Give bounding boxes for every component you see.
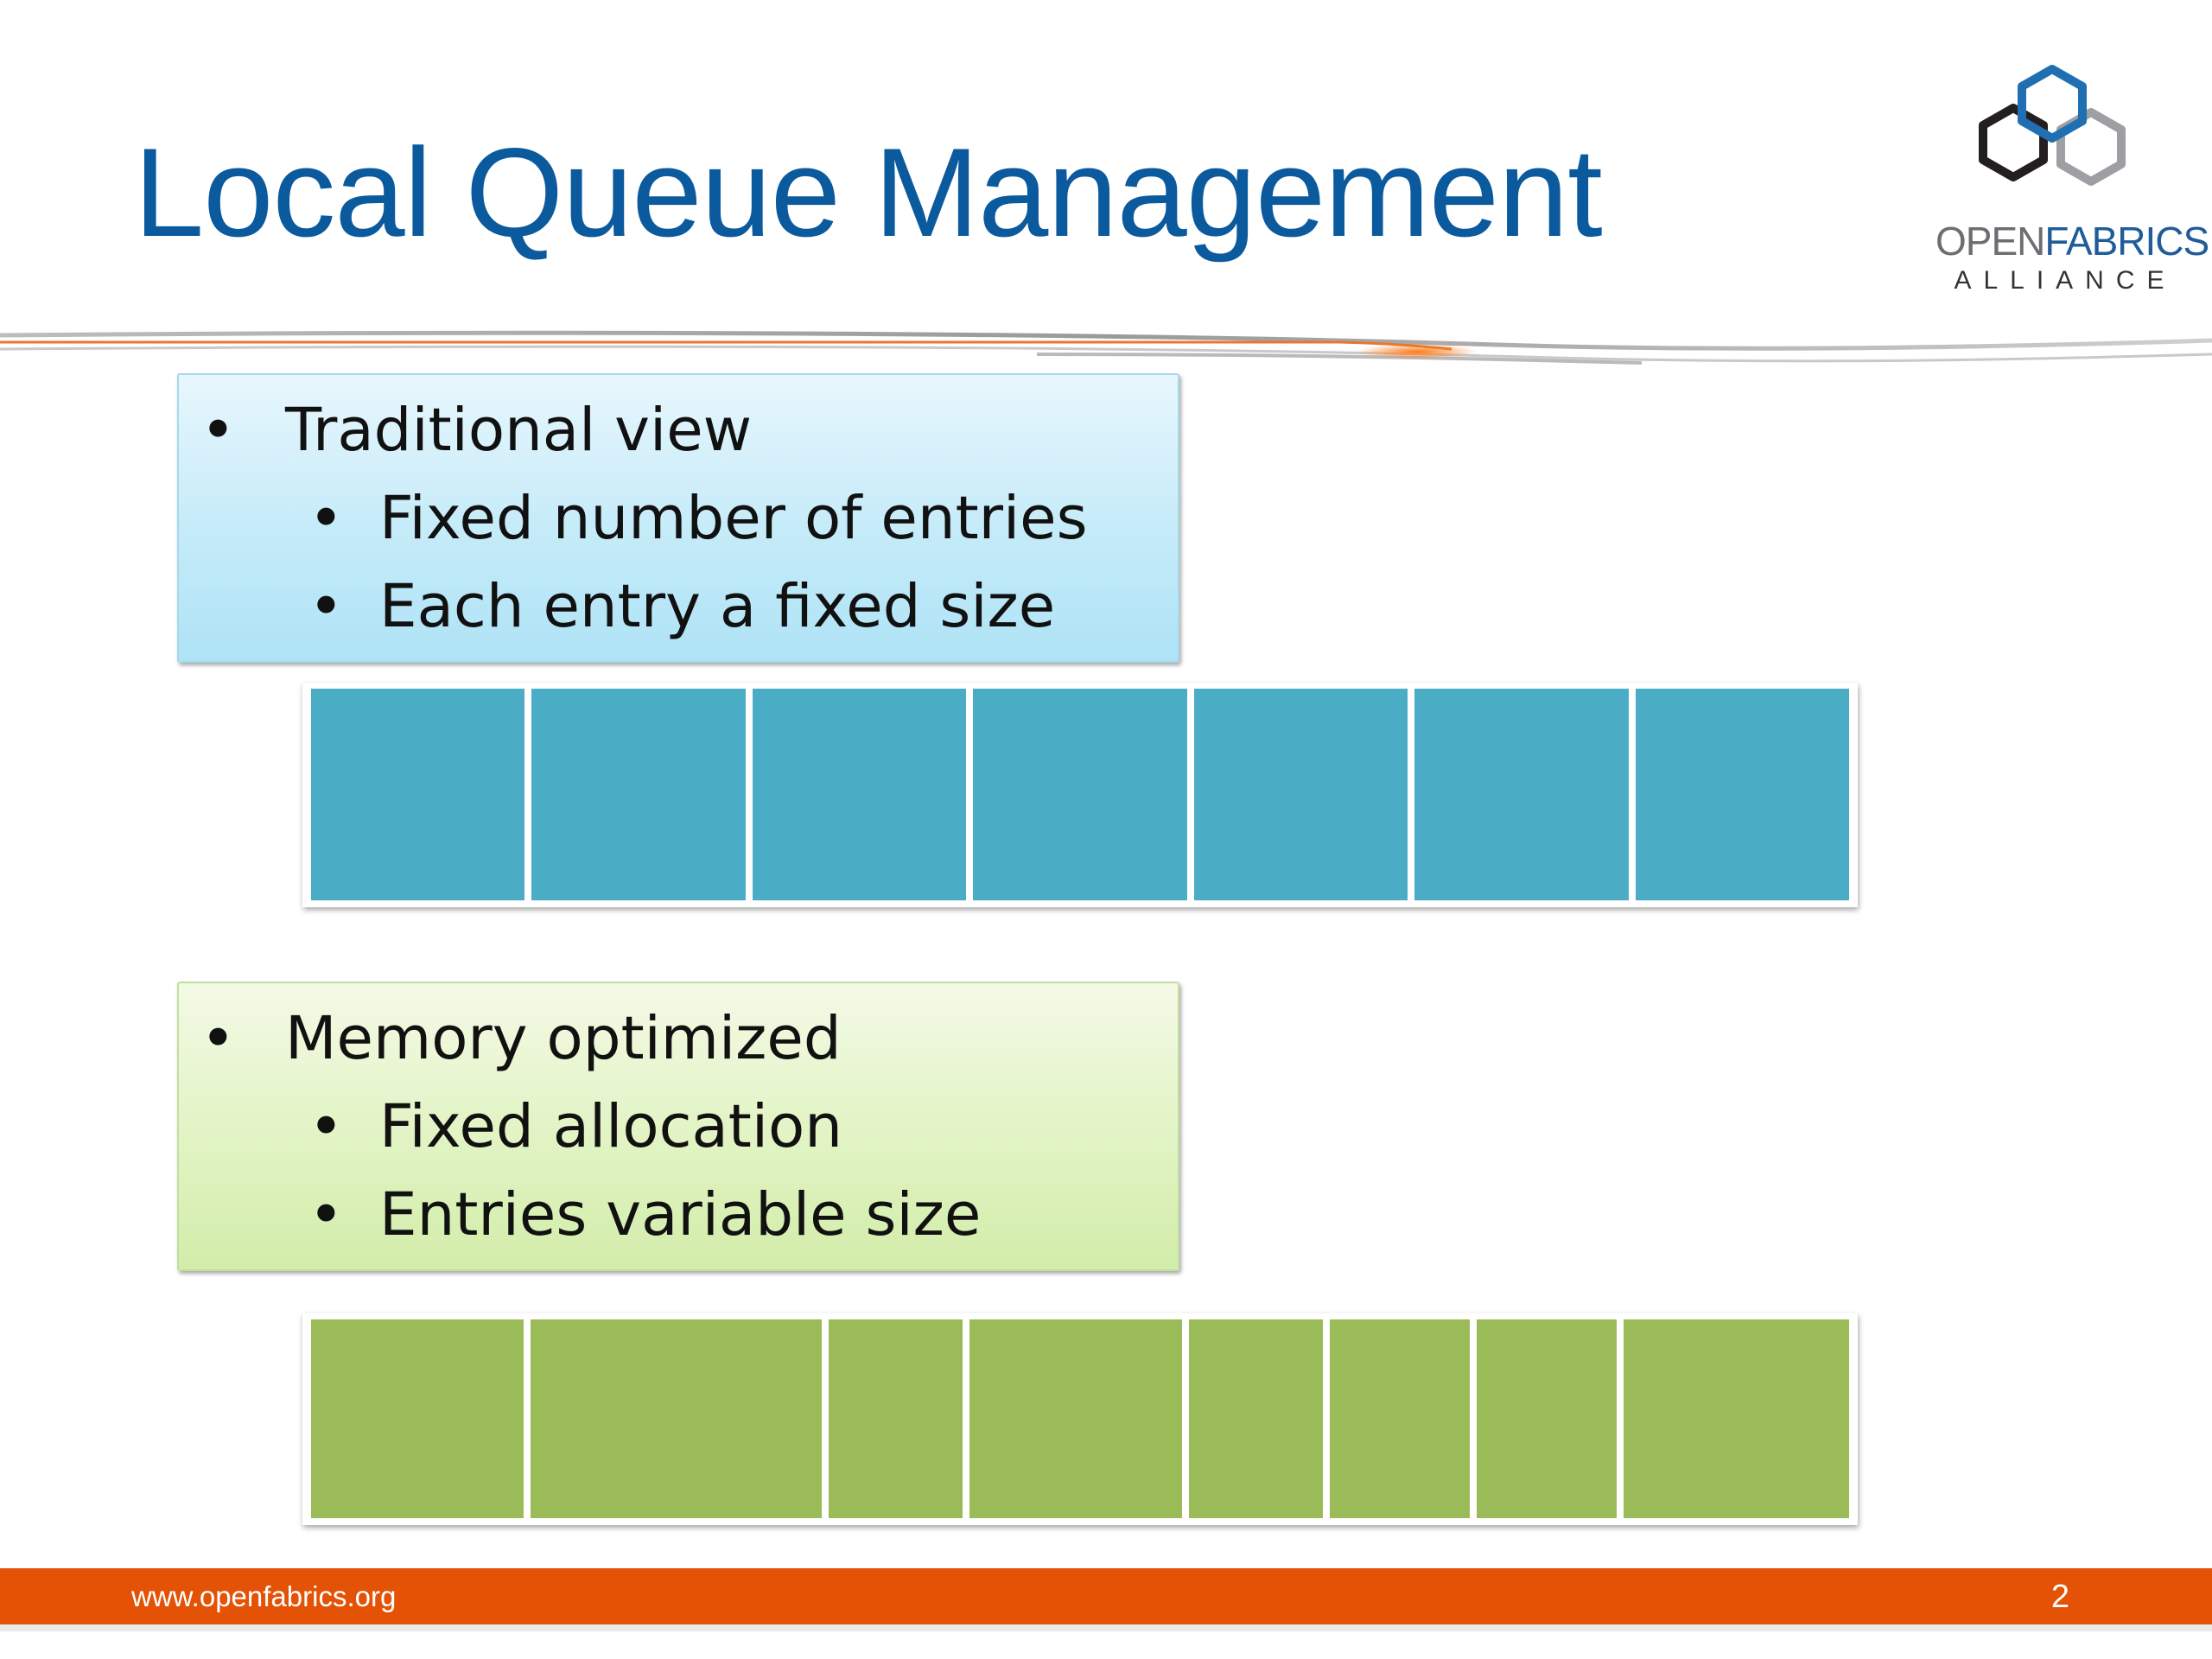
list-item: •Traditional view [200, 401, 752, 461]
variable-queue-entry [1188, 1319, 1323, 1518]
list-item: •Entries variable size [308, 1185, 981, 1245]
list-item-text: Entries variable size [379, 1180, 982, 1249]
fixed-queue-entry [752, 689, 967, 900]
variable-queue-entry [311, 1319, 524, 1518]
bullet-icon: • [308, 1092, 344, 1161]
slide-title: Local Queue Management [134, 122, 1603, 263]
logo-fabrics-text: FABRICS [2044, 219, 2209, 264]
variable-queue-entry [530, 1319, 822, 1518]
variable-queue-entry [1329, 1319, 1470, 1518]
list-item-text: Traditional view [285, 396, 753, 465]
openfabrics-alliance-logo: OPENFABRICS ALLIANCE [1936, 60, 2209, 311]
variable-queue-entry [1476, 1319, 1618, 1518]
variable-queue-entry [969, 1319, 1182, 1518]
bottom-strip [0, 1624, 2212, 1631]
fixed-size-queue [302, 683, 1858, 907]
logo-wordmark: OPENFABRICS [1936, 219, 2209, 264]
header-divider [0, 328, 2212, 372]
bullet-icon: • [308, 1180, 344, 1249]
footer-bar: www.openfabrics.org 2 [0, 1568, 2212, 1624]
logo-alliance-text: ALLIANCE [1954, 266, 2177, 295]
list-item: •Fixed number of entries [308, 489, 1088, 549]
fixed-queue-entry [1635, 689, 1849, 900]
list-item-text: Fixed allocation [379, 1092, 842, 1161]
list-item: •Fixed allocation [308, 1097, 842, 1157]
footer-url: www.openfabrics.org [131, 1580, 397, 1612]
variable-queue-entry [1624, 1319, 1849, 1518]
fixed-queue-entry [1414, 689, 1629, 900]
bullet-icon: • [200, 1004, 236, 1073]
fixed-queue-entry [973, 689, 1187, 900]
fixed-queue-entry [311, 689, 525, 900]
list-item-text: Memory optimized [285, 1004, 842, 1073]
list-item-text: Each entry a fixed size [379, 572, 1056, 641]
list-item-text: Fixed number of entries [379, 484, 1088, 553]
logo-open-text: OPEN [1936, 219, 2045, 264]
page-number: 2 [2050, 1579, 2069, 1615]
variable-queue-entry [828, 1319, 963, 1518]
bullet-icon: • [200, 396, 236, 465]
variable-size-queue [302, 1313, 1858, 1525]
bullet-icon: • [308, 484, 344, 553]
memory-optimized-box: •Memory optimized •Fixed allocation •Ent… [177, 982, 1179, 1271]
fixed-queue-entry [531, 689, 746, 900]
fixed-queue-entry [1193, 689, 1408, 900]
list-item: •Each entry a fixed size [308, 577, 1055, 637]
traditional-view-box: •Traditional view •Fixed number of entri… [177, 373, 1179, 663]
hexagon-logo-icon [1979, 65, 2126, 186]
bullet-icon: • [308, 572, 344, 641]
list-item: •Memory optimized [200, 1009, 842, 1069]
